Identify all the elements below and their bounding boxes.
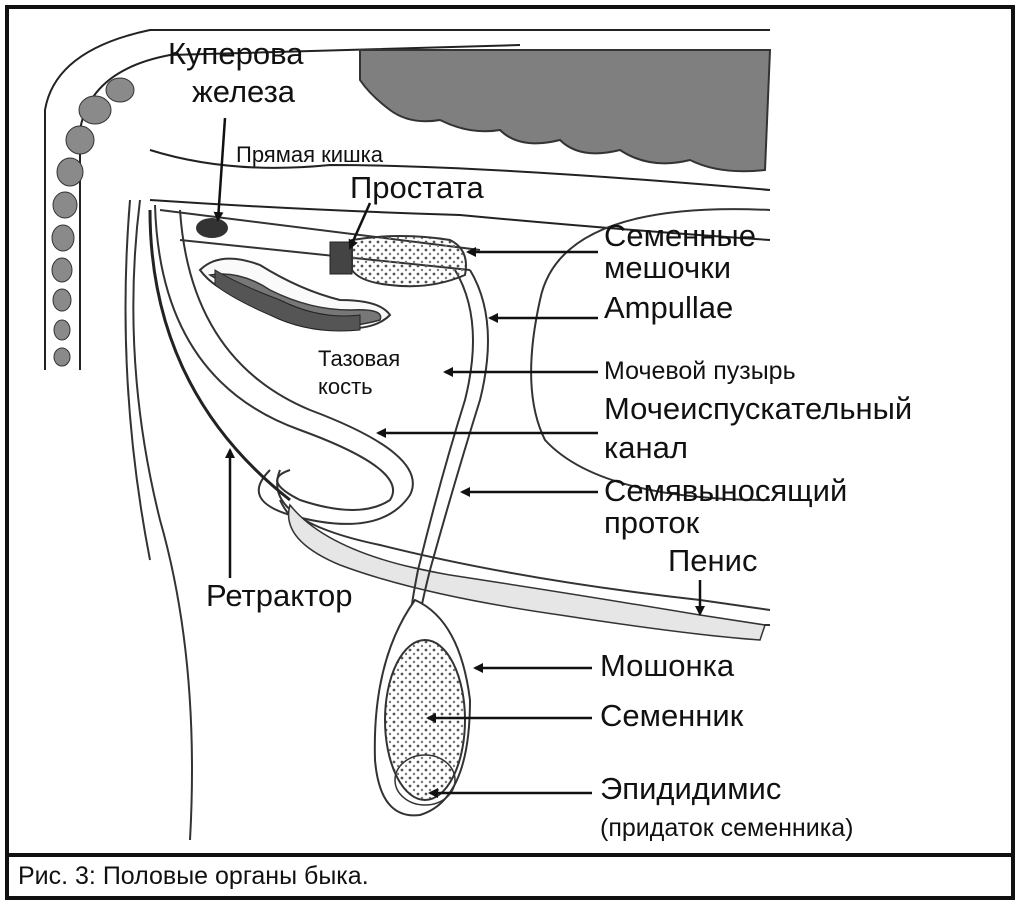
- label-arrows: [213, 117, 705, 798]
- label-epididymis-1: Эпидидимис: [600, 771, 782, 806]
- label-retractor: Ретрактор: [206, 578, 353, 613]
- label-pelvic-bone-1: Тазовая: [318, 346, 401, 371]
- label-rectum: Прямая кишка: [236, 142, 384, 167]
- intestine-mass: [359, 49, 772, 173]
- label-penis: Пенис: [668, 543, 758, 578]
- retractor-muscle: [148, 209, 291, 502]
- label-pelvic-bone-2: кость: [318, 374, 373, 399]
- label-vas-deferens-1: Семявыносящий: [604, 473, 848, 508]
- label-bladder: Мочевой пузырь: [604, 357, 796, 385]
- label-ampullae: Ampullae: [604, 290, 734, 325]
- prostate-shape: [329, 241, 353, 275]
- label-cowper-gland-2: железа: [192, 74, 296, 109]
- label-epididymis-2: (придаток семенника): [600, 814, 854, 842]
- figure-frame: [5, 5, 1015, 900]
- label-seminal-vesicles-1: Семенные: [604, 218, 756, 253]
- label-prostate: Простата: [350, 170, 484, 205]
- label-urethra-2: канал: [604, 430, 688, 465]
- label-vas-deferens-2: проток: [604, 505, 700, 540]
- label-cowper-gland-1: Куперова: [168, 36, 304, 71]
- rectum-shape: [214, 269, 361, 332]
- label-testis: Семенник: [600, 698, 744, 733]
- epididymis-shape: [394, 754, 456, 806]
- body-outline: [44, 29, 771, 370]
- figure-caption: Рис. 3: Половые органы быка.: [18, 862, 369, 890]
- label-seminal-vesicles-2: мешочки: [604, 250, 732, 285]
- cowper-gland-shape: [196, 218, 228, 238]
- testis-shape: [384, 639, 466, 801]
- vertebrae: [51, 77, 135, 367]
- bladder-shape: [530, 208, 771, 501]
- label-urethra-1: Мочеиспускательный: [604, 391, 913, 426]
- label-scrotum: Мошонка: [600, 648, 735, 683]
- caption-divider: [5, 853, 1015, 857]
- vas-deferens: [414, 269, 489, 641]
- leg-outline: [132, 199, 193, 841]
- seminal-vesicles-shape: [351, 235, 467, 288]
